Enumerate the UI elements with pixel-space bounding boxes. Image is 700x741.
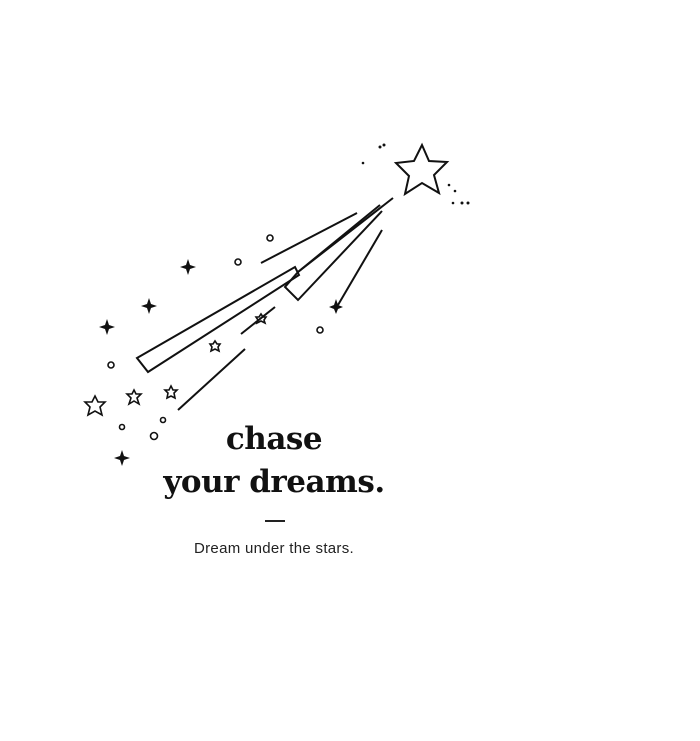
- star-icon: [125, 388, 143, 406]
- subtitle: Dream under the stars.: [194, 540, 354, 557]
- star-icon: [163, 384, 179, 400]
- trail-band: [135, 265, 301, 374]
- trail-line: [260, 212, 358, 264]
- headline-line-1: chase: [225, 421, 323, 457]
- sparkle-icon: [180, 259, 196, 275]
- divider: [265, 520, 285, 522]
- trail-line: [297, 204, 381, 273]
- star-icon: [208, 339, 222, 353]
- star-icon: [254, 312, 268, 325]
- small-star-icons: [83, 312, 268, 417]
- headline-line-2: your dreams.: [163, 464, 385, 500]
- large-star-icon: [393, 142, 450, 197]
- sparkle-icon: [114, 450, 130, 466]
- dot-icons: [361, 143, 470, 205]
- trail-line: [337, 229, 383, 306]
- sparkle-icon: [141, 298, 157, 314]
- trail-line: [177, 348, 246, 411]
- trail-band: [283, 197, 394, 302]
- sparkle-icons: [99, 259, 343, 466]
- star-icon: [83, 394, 107, 417]
- circle-icons: [107, 234, 324, 441]
- sparkle-icon: [99, 319, 115, 335]
- sparkle-icon: [329, 299, 343, 314]
